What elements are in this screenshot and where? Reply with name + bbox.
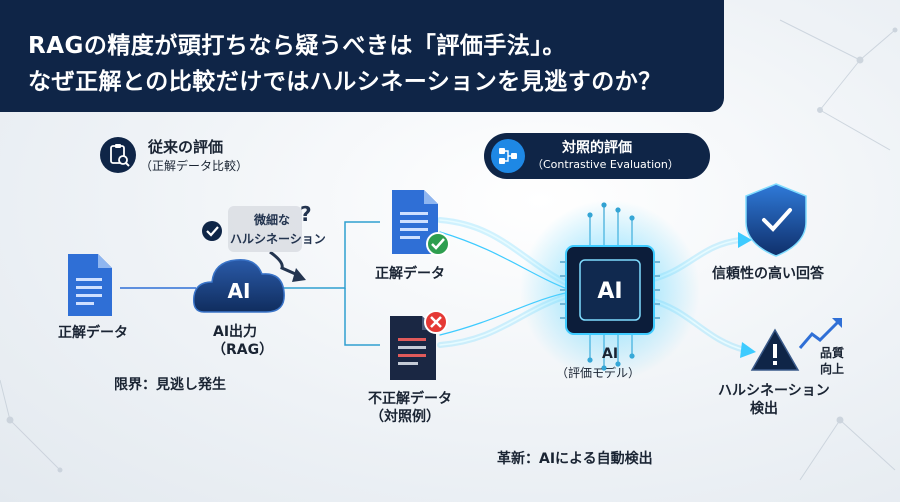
- incorrect-doc-icon: [390, 310, 448, 380]
- flow-compare-icon: [491, 139, 525, 173]
- ai-cloud: AI: [192, 259, 285, 313]
- correct-doc-icon: [392, 190, 450, 256]
- reliable-answer-label: 信頼性の高い回答: [712, 266, 824, 282]
- warning-icon: [750, 328, 800, 371]
- trend-up-icon: [798, 318, 842, 349]
- legacy-title: 従来の評価: [148, 138, 224, 156]
- arrow-to-hallucination: [740, 342, 756, 358]
- branch-to-incorrect: [344, 288, 380, 346]
- ai-eval-label: AI: [602, 346, 619, 362]
- network-decoration: [0, 19, 898, 481]
- clipboard-search-icon: [100, 137, 136, 173]
- hallucination-arrow: [269, 250, 301, 278]
- page-title-line-1: RAGの精度が頭打ちなら疑うべきは「評価手法」。: [28, 33, 566, 59]
- subtle-hallucination-label-1: 微細な: [254, 213, 291, 227]
- quality-label-1: 品質: [820, 346, 845, 360]
- hallucination-detect-label: ハルシネーション: [718, 383, 830, 399]
- ground-truth-label: 正解データ: [58, 325, 128, 341]
- ai-chip-text: AI: [597, 279, 622, 304]
- hallucination-bubble: [202, 206, 302, 252]
- ai-output-rag-label: （RAG）: [212, 342, 274, 358]
- subtle-hallucination-label-2: ハルシネーション: [230, 232, 326, 246]
- ai-output-label: AI出力: [213, 324, 258, 340]
- limitation-label: 限界：見逃し発生: [114, 377, 226, 393]
- ground-truth-doc-icon: [68, 254, 112, 316]
- incorrect-data-sublabel: （対照例）: [370, 409, 440, 425]
- legacy-subtitle: （正解データ比較）: [140, 159, 249, 173]
- ai-chip: AI: [560, 245, 660, 335]
- shield-check-icon: [745, 183, 807, 257]
- arrow-to-reliable: [738, 232, 752, 248]
- correct-data-label: 正解データ: [375, 266, 445, 282]
- hallucination-detect-sublabel: 検出: [750, 401, 778, 417]
- quality-label-2: 向上: [820, 362, 845, 376]
- page-title-line-2: なぜ正解との比較だけではハルシネーションを見逃すのか？: [28, 69, 662, 95]
- contrastive-subtitle: （Contrastive Evaluation）: [532, 158, 679, 171]
- innovation-label: 革新：AIによる自動検出: [497, 451, 653, 467]
- incorrect-data-label: 不正解データ: [368, 391, 452, 407]
- question-mark: ?: [300, 202, 312, 226]
- contrastive-title: 対照的評価: [562, 140, 632, 156]
- title-banner: RAGの精度が頭打ちなら疑うべきは「評価手法」。 なぜ正解との比較だけではハルシ…: [0, 0, 724, 112]
- ai-cloud-text: AI: [228, 279, 251, 303]
- branch-to-correct: [282, 221, 380, 289]
- ai-eval-sublabel: （評価モデル）: [556, 366, 641, 380]
